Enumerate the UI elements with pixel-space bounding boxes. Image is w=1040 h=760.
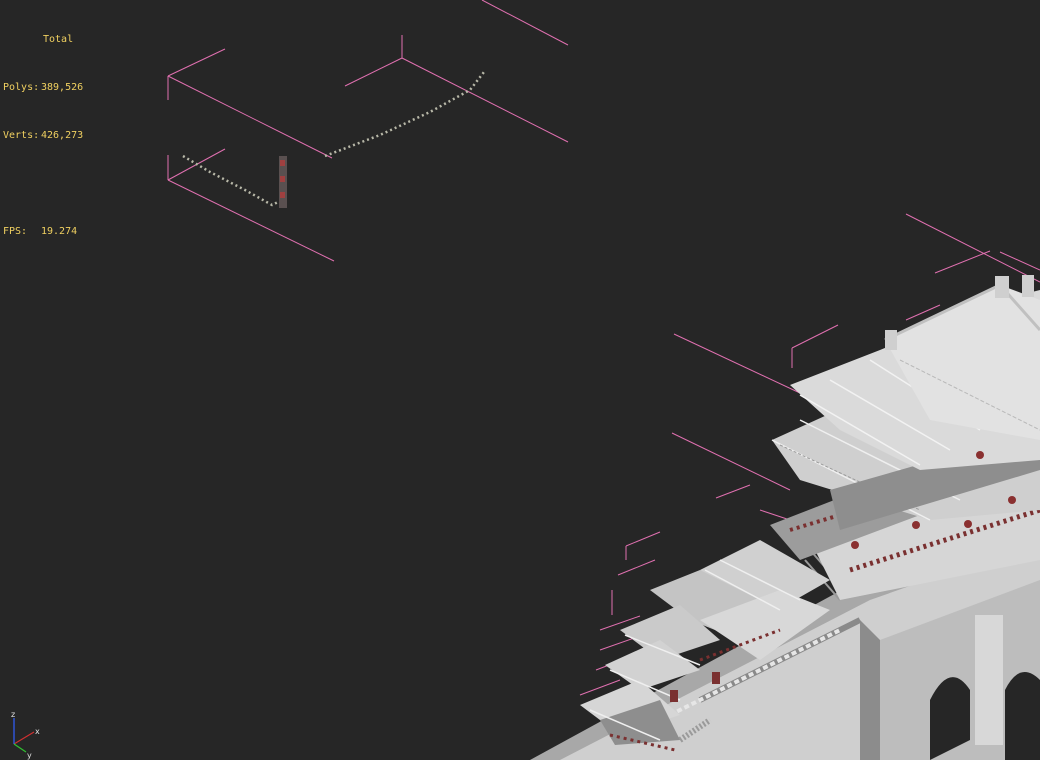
verts-value: 426,273 — [41, 130, 84, 141]
x-axis-label: x — [35, 727, 40, 736]
y-axis-label: y — [27, 751, 32, 760]
fps-value: 19.274 — [41, 226, 78, 237]
x-axis-line — [13, 731, 35, 745]
corner-tower-models — [580, 540, 830, 752]
verts-stat: Verts:426,273 — [3, 128, 83, 144]
z-axis-label: z — [11, 710, 15, 719]
y-axis-line — [13, 743, 27, 753]
fps-stat: FPS: 19.274 — [3, 224, 83, 240]
main-gate-tower-model — [770, 275, 1040, 600]
verts-label: Verts: — [3, 130, 40, 141]
viewport-statistics: Total Polys:389,526 Verts:426,273 FPS: 19… — [3, 0, 83, 272]
polys-label: Polys: — [3, 82, 40, 93]
fps-label: FPS: — [3, 226, 28, 237]
polys-value: 389,526 — [41, 82, 84, 93]
polys-stat: Polys:389,526 — [3, 80, 83, 96]
axis-gizmo: x y z — [11, 710, 40, 760]
distant-chain-objects — [182, 71, 485, 208]
stats-title: Total — [43, 34, 74, 45]
